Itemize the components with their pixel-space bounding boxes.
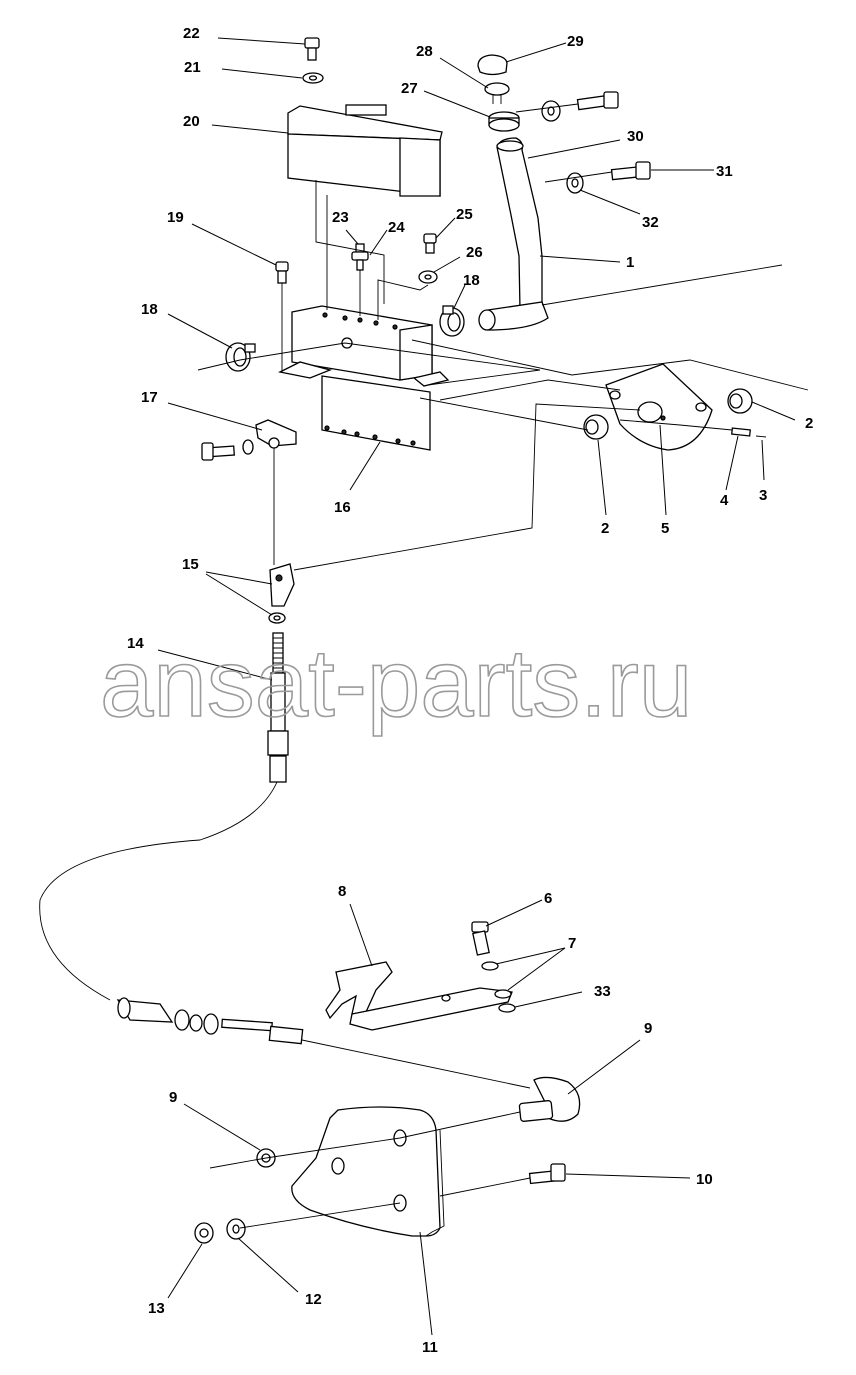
part-31-bolt: [610, 161, 651, 181]
callout-20: 20: [183, 113, 200, 130]
callout-9-left: 9: [169, 1089, 177, 1106]
part-lever-washer-bolt: [541, 91, 619, 122]
part-21-washer: [302, 72, 324, 84]
leader-lines: [157, 37, 796, 1336]
callout-22: 22: [183, 25, 200, 42]
callout-5: 5: [661, 520, 669, 537]
callout-23: 23: [332, 209, 349, 226]
callout-16: 16: [334, 499, 351, 516]
part-14-cable-end: [39, 632, 289, 1001]
part-6-bolt: [471, 921, 490, 956]
part-11-mounting-plate: [291, 1106, 445, 1237]
part-22-bolt: [304, 37, 320, 61]
callout-10: 10: [696, 1171, 713, 1188]
part-33-washer: [498, 1003, 516, 1013]
part-9-elbow-fitting: [518, 1076, 581, 1122]
callout-31: 31: [716, 163, 733, 180]
callout-17: 17: [141, 389, 158, 406]
part-12-washer: [226, 1218, 246, 1240]
callout-27: 27: [401, 80, 418, 97]
callout-30: 30: [627, 128, 644, 145]
callout-21: 21: [184, 59, 201, 76]
callout-12: 12: [305, 1291, 322, 1308]
callout-3: 3: [759, 487, 767, 504]
part-16-bracket: [278, 305, 450, 451]
callout-1: 1: [626, 254, 634, 271]
part-cable-lower-fitting: [116, 997, 531, 1089]
callout-15: 15: [182, 556, 199, 573]
part-27-ring: [488, 111, 520, 132]
part-18-clamp-right: [439, 305, 465, 337]
watermark-text: ansat-parts.ru: [100, 630, 692, 737]
part-23-stud: [351, 243, 369, 271]
callout-26: 26: [466, 244, 483, 261]
callout-25: 25: [456, 206, 473, 223]
callout-18-left: 18: [141, 301, 158, 318]
callout-8: 8: [338, 883, 346, 900]
callout-28: 28: [416, 43, 433, 60]
part-26-nut: [418, 270, 438, 284]
part-2-bushing-right: [727, 388, 753, 414]
callout-24: 24: [388, 219, 405, 236]
callout-18-right: 18: [463, 272, 480, 289]
part-15-clevis: [268, 563, 295, 624]
callout-14: 14: [127, 635, 144, 652]
part-28-switch: [484, 82, 510, 104]
callout-11: 11: [422, 1339, 438, 1356]
part-30-lever-handle: [478, 137, 549, 331]
part-19-bolt: [275, 261, 289, 284]
part-17-clip: [201, 419, 297, 461]
callout-2-bottom: 2: [601, 520, 609, 537]
callout-labels: 22 21 20 28 29 27 30 31 32 1 19 23 24 25…: [127, 25, 813, 1356]
part-10-bolt: [528, 1163, 566, 1185]
callout-6: 6: [544, 890, 552, 907]
callout-29: 29: [567, 33, 584, 50]
part-8-lever: [325, 961, 513, 1031]
part-7-washers: [481, 961, 512, 999]
callout-33: 33: [594, 983, 611, 1000]
part-13-nut: [194, 1222, 214, 1244]
assembly-lines: [197, 103, 809, 1229]
part-18-clamp-left: [225, 342, 256, 372]
callout-32: 32: [642, 214, 659, 231]
callout-13: 13: [148, 1300, 165, 1317]
part-29-cap: [477, 54, 508, 76]
part-25-bolt: [423, 233, 437, 254]
callout-4: 4: [720, 492, 729, 509]
part-5-plate: [605, 363, 713, 451]
part-4-pin: [731, 427, 751, 437]
callout-2-right: 2: [805, 415, 813, 432]
part-20-box: [287, 104, 443, 197]
callout-7: 7: [568, 935, 576, 952]
callout-9-right: 9: [644, 1020, 652, 1037]
callout-19: 19: [167, 209, 184, 226]
part-3-cotter: [755, 435, 767, 438]
part-2-bushing-left: [583, 414, 609, 440]
